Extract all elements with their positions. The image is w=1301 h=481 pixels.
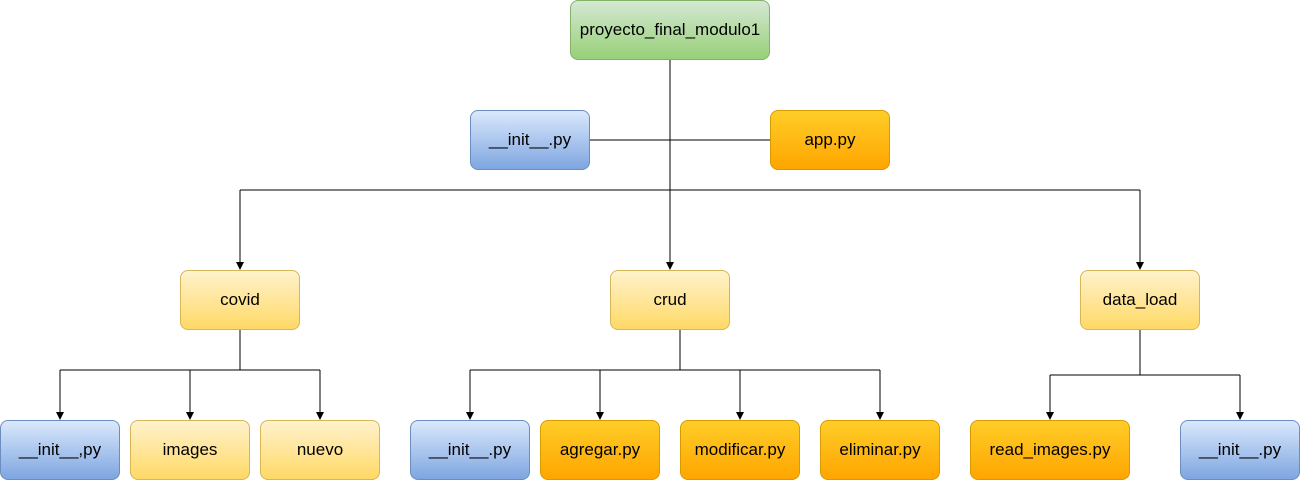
root-node[interactable]: proyecto_final_modulo1 [570,0,770,60]
modificar-file-node[interactable]: modificar.py [680,420,800,480]
eliminar-file-node[interactable]: eliminar.py [820,420,940,480]
data-load-init-file-node[interactable]: __init__.py [1180,420,1300,480]
read-images-file-node[interactable]: read_images.py [970,420,1130,480]
data-load-folder-node[interactable]: data_load [1080,270,1200,330]
nuevo-folder-node[interactable]: nuevo [260,420,380,480]
crud-folder-node[interactable]: crud [610,270,730,330]
crud-init-file-node[interactable]: __init__.py [410,420,530,480]
covid-init-file-node[interactable]: __init__,py [0,420,120,480]
root-init-file-node[interactable]: __init__.py [470,110,590,170]
app-file-node[interactable]: app.py [770,110,890,170]
images-folder-node[interactable]: images [130,420,250,480]
agregar-file-node[interactable]: agregar.py [540,420,660,480]
covid-folder-node[interactable]: covid [180,270,300,330]
